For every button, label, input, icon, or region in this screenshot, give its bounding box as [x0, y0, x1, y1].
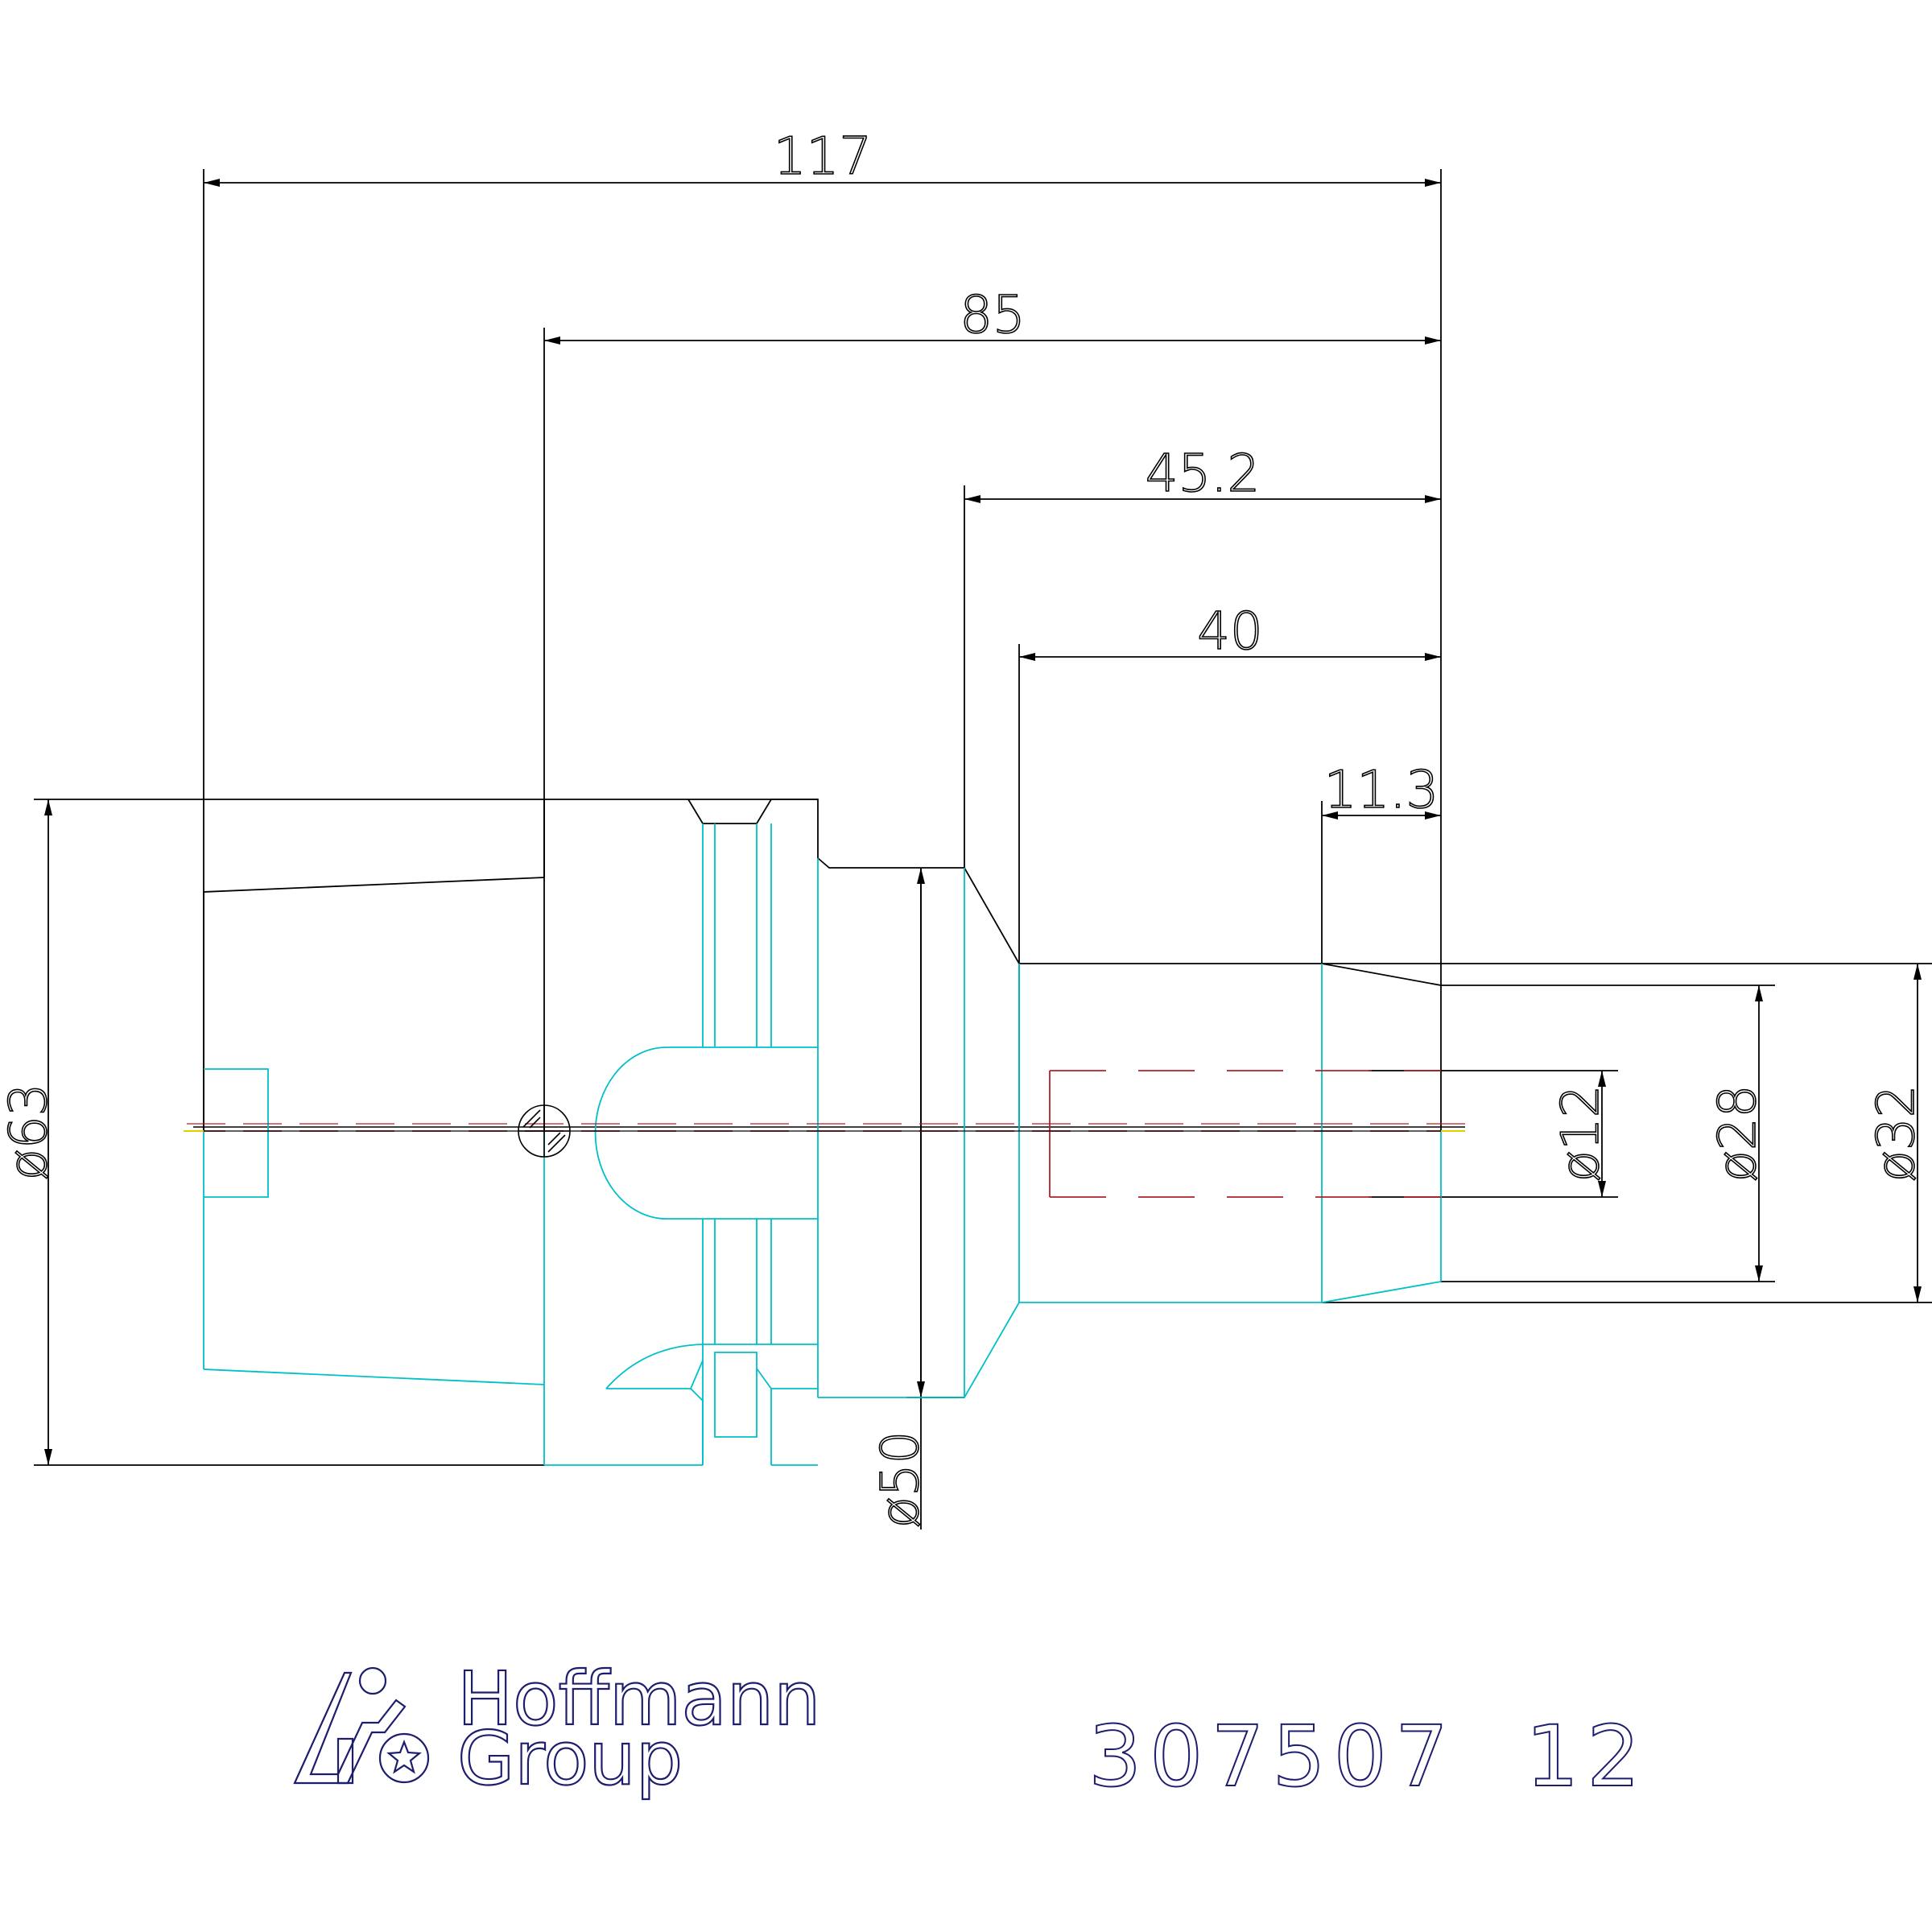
- hidden-edges: [203, 824, 1442, 1466]
- dim-40: 40: [1197, 602, 1262, 662]
- centerline: [187, 1070, 1465, 1198]
- dim-dia-12: ø12: [1551, 1085, 1611, 1183]
- part-outline: [193, 799, 1465, 1131]
- logo-text-line1: Hoffmann: [457, 1656, 820, 1742]
- dim-dia-28: ø28: [1708, 1085, 1768, 1183]
- dim-dia-50: ø50: [871, 1431, 931, 1529]
- dim-45-2: 45.2: [1146, 444, 1261, 504]
- logo-figure-icon: [293, 1666, 430, 1785]
- hoffmann-logo: Hoffmann Group: [293, 1655, 822, 1802]
- logo-text-line2: Group: [457, 1715, 683, 1802]
- dim-dia-32: ø32: [1867, 1085, 1926, 1183]
- dimension-lines: [34, 169, 1932, 1530]
- dim-85: 85: [960, 286, 1025, 345]
- dim-dia-63: ø63: [0, 1084, 59, 1181]
- dim-11-3: 11.3: [1324, 761, 1439, 820]
- center-mark-icon: [518, 1104, 571, 1158]
- dim-117: 117: [774, 127, 872, 187]
- part-number: 307507 12: [1088, 1707, 1648, 1806]
